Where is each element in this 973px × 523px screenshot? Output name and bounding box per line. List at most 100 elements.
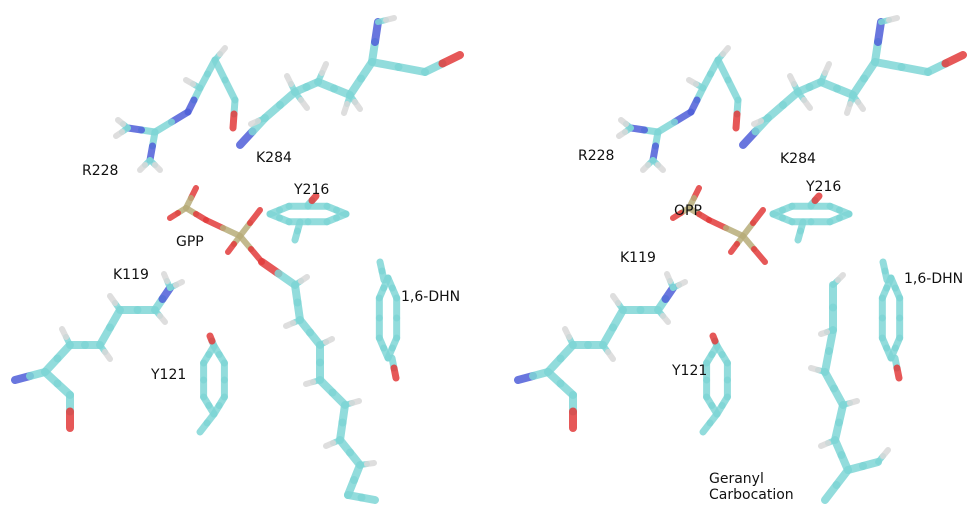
k284-hydrogen [248,118,261,127]
k119-hydrogen [676,279,688,288]
r228-hydrogen [686,77,699,87]
phosphate-b [706,217,729,231]
label-k284-right: K284 [780,151,816,167]
k119-hydrogen [102,349,113,362]
k284-hydrogen [801,97,813,111]
r228-hydrogen [152,162,163,173]
dhn-top [879,258,889,275]
label-y121-right: Y121 [672,363,708,379]
k119-hydrogen [59,326,69,340]
label-k119-right: K119 [620,250,656,266]
y121-stalk [699,419,714,436]
k284-sidechain [874,18,885,46]
r228-hydrogen [720,45,731,57]
k284-carbonyl [897,63,932,76]
y121-stalk [196,419,211,436]
label-r228-right: R228 [578,148,615,164]
k284-hydrogen [383,15,397,23]
dhn-hydroxyl [893,364,903,382]
y121-hydroxyl [206,332,216,345]
y216-stalk [794,227,804,244]
r228-hydrogen [183,77,196,87]
r228-hydrogen [115,117,126,127]
geranyl-hydrogen [818,440,831,449]
geranyl-hydrogen [298,274,310,284]
y121-hydroxyl [709,332,719,345]
y216-hydroxyl [811,192,823,204]
k284-sidechain [371,18,382,46]
k284-carbonyl [394,63,429,76]
k119-hydrogen [664,271,673,284]
r228-hydrogen [616,129,628,139]
geranyl-hydrogen [835,272,846,283]
phosphate-b [750,207,766,226]
label-dhn-right: 1,6-DHN [904,271,964,287]
geranyl-hydrogen [283,320,296,329]
phosphate-b [220,225,243,239]
k119-hydrogen [173,279,185,288]
r228-backbone [229,110,238,132]
k119-hydrogen [610,293,621,306]
r228-hydrogen [217,45,228,57]
y216-ring [333,206,350,218]
label-k119-left: K119 [113,267,149,283]
label-k284-left: K284 [256,150,292,166]
label-y121-left: Y121 [151,367,187,383]
k284-carbonyl [871,58,906,71]
k119-hydrogen [660,313,671,325]
phosphate-d [751,246,768,265]
phosphate-a [670,210,684,221]
k284-hydrogen [319,61,329,76]
k284-carbonyl [438,51,464,68]
dhn-hydroxyl [390,364,400,382]
r228-backbone [221,76,239,104]
k119-hydrogen [605,349,616,362]
phosphate-a [167,210,181,221]
geranyl-hydrogen [323,440,336,449]
label-gpp: GPP [176,234,204,250]
k284-hydrogen [751,118,764,127]
geranyl-hydrogen [818,329,830,337]
y216-stalk [291,227,301,244]
k119-hydrogen [161,271,170,284]
label-y216-left: Y216 [294,182,330,198]
r228-backbone [724,76,742,104]
phosphate-b [247,207,263,226]
k284-carbonyl [368,58,403,71]
r228-backbone [211,56,229,84]
phosphate-b [203,217,226,231]
label-y216-right: Y216 [806,179,842,195]
k284-hydrogen [787,73,797,87]
r228-hydrogen [137,162,148,173]
label-dhn-left: 1,6-DHN [401,289,461,305]
geranyl-hydrogen [303,379,316,387]
label-opp: OPP [674,203,702,219]
r228-hydrogen [640,162,651,173]
k284-hydrogen [352,99,363,112]
phosphate-c [728,241,740,255]
k119-hydrogen [157,313,168,325]
k284-hydrogen [341,101,350,116]
k284-hydrogen [284,73,294,87]
gpp-geranyl-tail [357,493,379,504]
label-geranyl-carbocation: Geranyl Carbocation [709,471,794,503]
k284-hydrogen [822,61,832,76]
phosphate-c [225,241,237,255]
left-panel-structure [11,15,464,504]
r228-hydrogen [618,117,629,127]
r228-hydrogen [655,162,666,173]
k284-carbonyl [941,51,967,68]
geranyl-hydrogen [349,398,362,406]
label-r228-left: R228 [82,163,119,179]
dhn-top [376,258,386,275]
right-panel-structure [514,15,967,504]
geranyl-hydrogen [880,447,891,459]
k119-hydrogen [107,293,118,306]
r228-hydrogen [113,129,125,139]
geranyl-hydrogen [323,336,335,345]
r228-backbone [714,56,732,84]
k119-hydrogen [562,326,572,340]
y216-ring [836,206,853,218]
y216-hydroxyl [308,192,320,204]
